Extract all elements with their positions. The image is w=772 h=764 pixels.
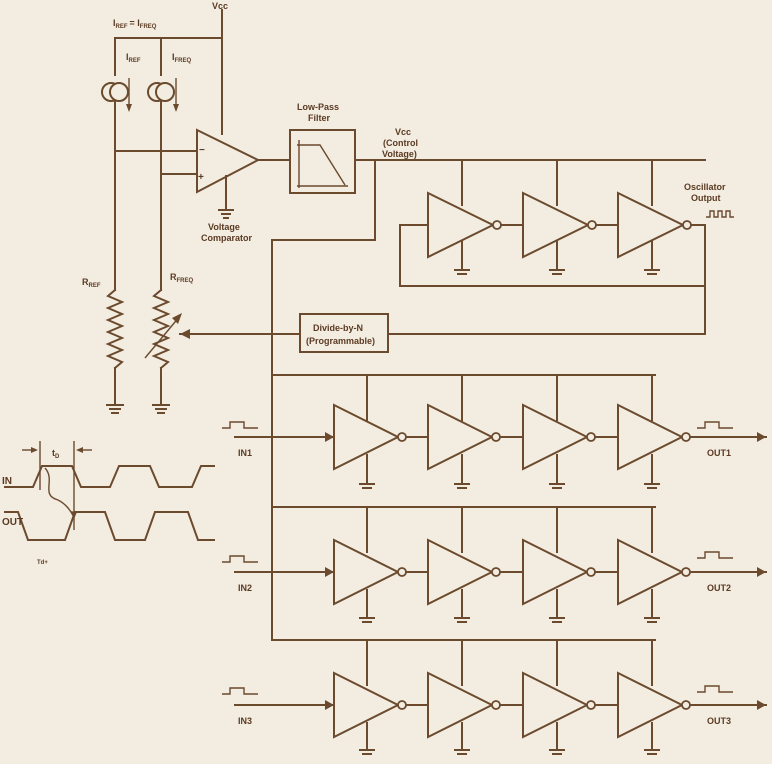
lpf-label-2: Filter	[308, 113, 331, 123]
delay-line-3	[222, 639, 767, 755]
comparator-minus: −	[199, 145, 205, 156]
vcc-top-label: Vcc	[212, 1, 228, 11]
voltage-comparator	[114, 128, 291, 219]
comparator-plus: +	[198, 172, 204, 183]
rref-label: RREF	[82, 277, 101, 289]
comparator-label-1: Voltage	[208, 222, 240, 232]
timing-out-label: OUT	[2, 517, 23, 528]
in2-label: IN2	[238, 583, 252, 593]
delay-line-1	[222, 374, 767, 489]
in3-label: IN3	[238, 716, 252, 726]
timing-diagram	[4, 441, 215, 541]
low-pass-filter	[289, 129, 706, 194]
vcc-control-label-2: (Control	[383, 138, 418, 148]
oscillator-output-label-1: Oscillator	[684, 182, 726, 192]
resistor-rfreq-variable	[144, 288, 182, 414]
rfreq-label: RFREQ	[170, 272, 194, 284]
oscillator-output-label-2: Output	[691, 193, 721, 203]
iref-label: IREF	[126, 52, 141, 64]
comparator-label-2: Comparator	[201, 233, 253, 243]
iref-equals-label: IREF= IFREQ	[113, 18, 157, 30]
lpf-label-1: Low-Pass	[297, 102, 339, 112]
resistor-rref	[105, 288, 125, 414]
current-source-ifreq	[147, 78, 179, 291]
vcc-control-label-1: Vcc	[395, 127, 411, 137]
timing-in-label: IN	[2, 476, 12, 487]
divide-by-n	[179, 285, 706, 353]
out2-label: OUT2	[707, 583, 731, 593]
timing-caption: Td+	[37, 560, 48, 566]
vcc-supply-rail	[114, 9, 223, 135]
out3-label: OUT3	[707, 716, 731, 726]
divider-label-1: Divide-by-N	[313, 323, 363, 333]
in1-label: IN1	[238, 448, 252, 458]
vcc-control-label-3: Voltage)	[382, 149, 417, 159]
delay-line-2	[222, 506, 767, 623]
current-source-iref	[101, 78, 132, 291]
timing-tp-label: tD	[52, 448, 60, 460]
ring-oscillator	[399, 159, 734, 287]
out1-label: OUT1	[707, 448, 731, 458]
control-voltage-bus	[271, 159, 656, 641]
divider-label-2: (Programmable)	[306, 336, 375, 346]
ifreq-label: IFREQ	[172, 52, 192, 64]
